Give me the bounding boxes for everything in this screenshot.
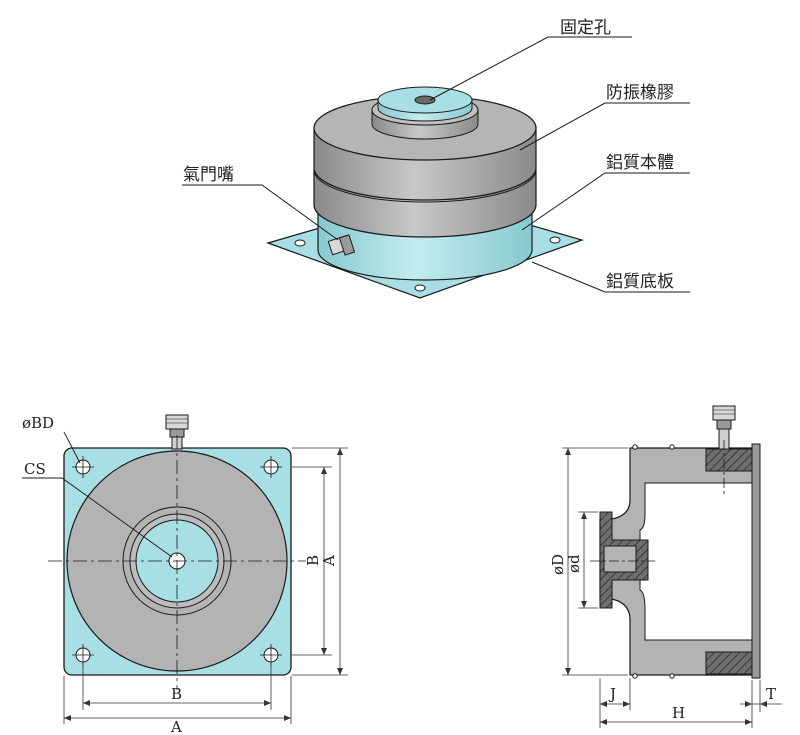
section-hatch-bottom [705,651,753,675]
label-od: øD [549,554,567,575]
base-hole [549,236,561,244]
label-dim-a-side: A [320,555,338,567]
base-hole [294,239,306,247]
valve-fitting [327,234,356,256]
top-view: øBD CS B A B A [22,414,348,735]
leader-fixing-hole [429,36,632,101]
leader-base [531,261,690,293]
label-h: H [672,704,685,722]
label-dim-b-bottom: B [171,685,182,703]
label-dim-a-bottom: A [170,718,182,735]
label-j: J [608,685,616,703]
leader-cs [22,477,173,558]
section-view: øD ød J H T [549,405,782,728]
label-bd: øBD [22,414,54,432]
leader-bd [63,431,81,464]
isometric-view: 固定孔 防振橡膠 鋁質本體 氣門嘴 鋁質底板 [182,18,690,299]
label-id: ød [565,554,583,573]
base-hole [414,284,426,292]
label-t: T [766,685,776,703]
fixing-hole [414,95,436,105]
section-base-plate [751,443,761,679]
label-base-plate: 鋁質底板 [606,272,674,292]
label-dim-b-side: B [304,555,322,566]
label-cs: CS [24,460,46,478]
section-hatch-top [705,448,753,472]
label-body: 鋁質本體 [606,153,674,173]
leader-body [521,172,690,231]
label-valve: 氣門嘴 [183,165,234,185]
leader-rubber [519,102,690,151]
leader-valve [182,184,339,241]
section-cavity [639,482,753,641]
label-fixing-hole: 固定孔 [560,18,611,38]
label-rubber: 防振橡膠 [606,83,674,103]
